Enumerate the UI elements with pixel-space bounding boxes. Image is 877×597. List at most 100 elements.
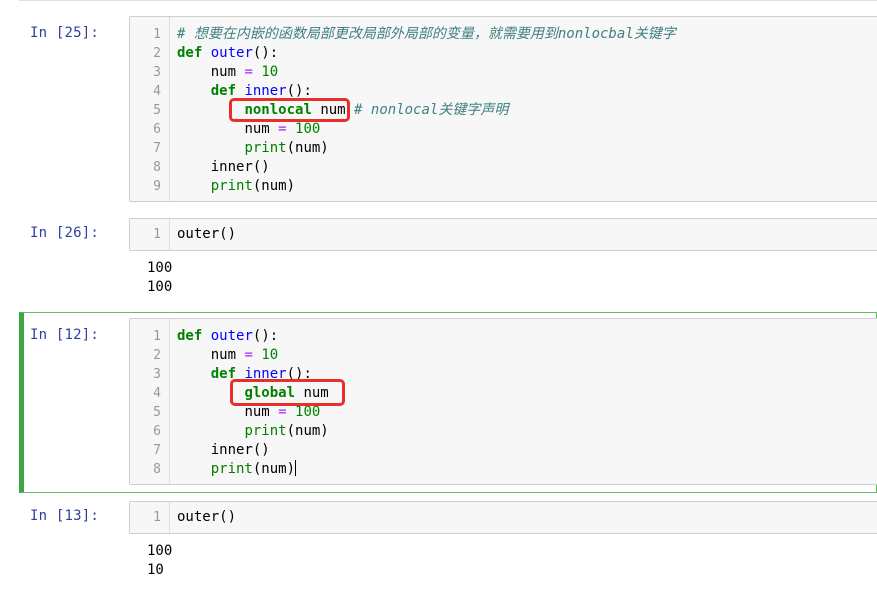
line-number: 3 xyxy=(153,367,161,382)
code-line: def outer(): xyxy=(177,44,278,63)
line-number: 2 xyxy=(153,46,161,61)
code-keyword: global xyxy=(244,385,296,401)
code-number: 10 xyxy=(261,347,279,363)
code-keyword: def xyxy=(177,328,203,344)
line-number: 1 xyxy=(153,329,161,344)
code-operator: = xyxy=(244,347,253,363)
line-number: 9 xyxy=(153,179,161,194)
code-text: (): xyxy=(286,366,312,382)
code-line: outer() xyxy=(177,509,237,525)
line-number: 5 xyxy=(153,103,161,118)
code-text: (): xyxy=(286,83,312,99)
code-line: num = 10 xyxy=(177,63,278,82)
code-number: 10 xyxy=(261,64,279,80)
line-number: 5 xyxy=(153,405,161,420)
code-function-name: outer xyxy=(210,328,253,344)
code-line: print(num) xyxy=(177,460,297,479)
code-builtin: print xyxy=(210,461,253,477)
line-number: 2 xyxy=(153,348,161,363)
code-line: num = 10 xyxy=(177,346,278,365)
code-variable: num xyxy=(210,64,237,80)
code-variable: num xyxy=(244,121,270,137)
code-number: 100 xyxy=(295,404,321,420)
code-line: inner() xyxy=(177,441,270,460)
code-keyword: nonlocal xyxy=(244,102,312,118)
code-operator: = xyxy=(244,64,253,80)
code-keyword: def xyxy=(210,366,237,382)
cell-output-line: 10 xyxy=(147,562,164,578)
code-text: (): xyxy=(252,328,279,344)
code-line: global num xyxy=(177,384,329,403)
line-number-gutter: 1 2 3 4 5 6 7 8 9 xyxy=(130,17,170,201)
code-cell-editor[interactable]: 1 2 3 4 5 6 7 8 9 # 想要在内嵌的函数局部更改局部外局部的变量… xyxy=(129,16,877,202)
code-line: nonlocal num # nonlocal关键字声明 xyxy=(177,101,508,120)
line-number: 1 xyxy=(153,510,161,525)
text-cursor xyxy=(295,460,297,476)
cell-prompt: In [12]: xyxy=(30,327,100,343)
code-text: (num) xyxy=(286,423,329,439)
cell-output-line: 100 xyxy=(147,260,173,276)
code-line: def outer(): xyxy=(177,327,278,346)
code-line: inner() xyxy=(177,158,270,177)
code-line: print(num) xyxy=(177,139,329,158)
code-keyword: def xyxy=(210,83,237,99)
line-number: 8 xyxy=(153,160,161,175)
code-line: num = 100 xyxy=(177,120,320,139)
line-number: 7 xyxy=(153,443,161,458)
line-number: 6 xyxy=(153,424,161,439)
line-number: 1 xyxy=(153,27,161,42)
cell-output-line: 100 xyxy=(147,543,173,559)
cell-prompt: In [13]: xyxy=(30,508,100,524)
code-cell-editor[interactable]: 1 outer() xyxy=(129,218,877,251)
code-line: def inner(): xyxy=(177,82,312,101)
global-highlight-box xyxy=(230,379,345,406)
code-keyword: def xyxy=(177,45,203,61)
code-text: (num) xyxy=(252,178,296,194)
code-variable: num xyxy=(244,404,270,420)
code-function-name: inner xyxy=(244,366,287,382)
code-line: outer() xyxy=(177,226,237,242)
line-number-gutter: 1 xyxy=(130,219,170,250)
code-variable: num xyxy=(303,385,329,401)
code-variable: num xyxy=(320,102,346,118)
line-number: 1 xyxy=(153,227,161,242)
code-builtin: print xyxy=(244,423,287,439)
code-text: () xyxy=(252,442,270,458)
code-builtin: print xyxy=(210,178,253,194)
line-number: 8 xyxy=(153,462,161,477)
code-text: (num) xyxy=(286,140,329,156)
code-line: print(num) xyxy=(177,422,329,441)
cell-output-line: 100 xyxy=(147,279,173,295)
code-comment: # nonlocal关键字声明 xyxy=(354,102,509,118)
code-operator: = xyxy=(278,404,287,420)
code-text: (num) xyxy=(252,461,296,477)
code-operator: = xyxy=(278,121,287,137)
line-number-gutter: 1 xyxy=(130,502,170,533)
nonlocal-highlight-box xyxy=(229,98,350,122)
code-number: 100 xyxy=(295,121,321,137)
code-cell-editor[interactable]: 1 2 3 4 5 6 7 8 def outer(): num = 10 de… xyxy=(129,318,877,485)
code-call: inner xyxy=(210,442,253,458)
cell-prompt: In [25]: xyxy=(30,25,100,41)
line-number: 4 xyxy=(153,386,161,401)
line-number: 6 xyxy=(153,122,161,137)
code-comment: # 想要在内嵌的函数局部更改局部外局部的变量，就需要用到nonlocbal关键字 xyxy=(177,26,676,42)
code-text: () xyxy=(252,159,270,175)
code-function-name: inner xyxy=(244,83,287,99)
code-function-name: outer xyxy=(210,45,253,61)
line-number: 3 xyxy=(153,65,161,80)
code-variable: num xyxy=(210,347,237,363)
code-cell-editor[interactable]: 1 outer() xyxy=(129,501,877,534)
code-line: print(num) xyxy=(177,177,295,196)
line-number-gutter: 1 2 3 4 5 6 7 8 xyxy=(130,319,170,484)
line-number: 7 xyxy=(153,141,161,156)
code-builtin: print xyxy=(244,140,287,156)
cell-divider xyxy=(19,0,877,1)
code-call: inner xyxy=(210,159,253,175)
code-line: num = 100 xyxy=(177,403,320,422)
code-line: # 想要在内嵌的函数局部更改局部外局部的变量，就需要用到nonlocbal关键字 xyxy=(177,25,676,44)
code-line: def inner(): xyxy=(177,365,312,384)
line-number: 4 xyxy=(153,84,161,99)
code-text: (): xyxy=(252,45,279,61)
cell-prompt: In [26]: xyxy=(30,225,100,241)
